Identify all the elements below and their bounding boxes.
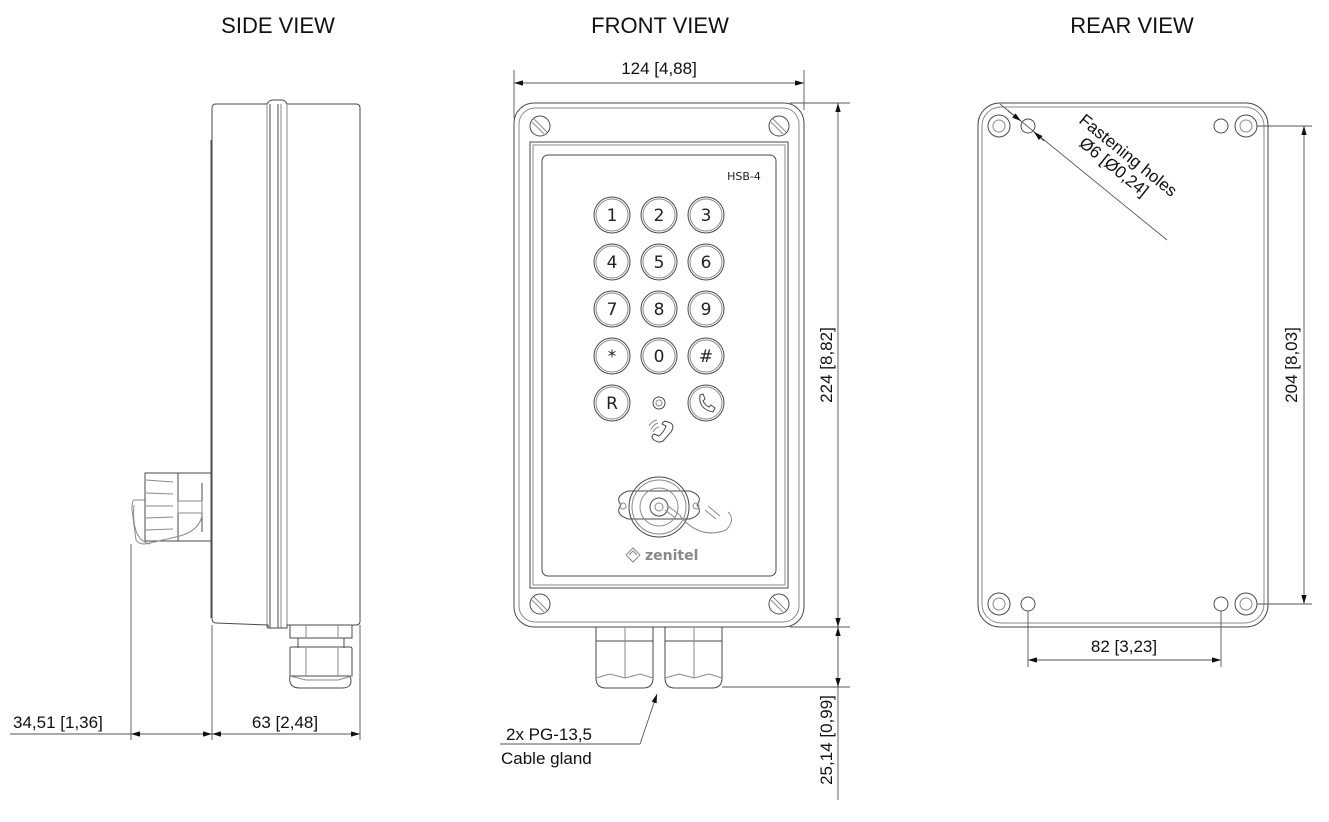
mounting-hole-icon: [1234, 114, 1258, 138]
rear-vertical-dimension: 204 [8,03]: [1282, 327, 1301, 403]
keypad-key-label: 6: [701, 253, 712, 273]
gland-length-dimension: 25,14 [0,99]: [817, 695, 836, 785]
keypad-key-label: 1: [607, 206, 618, 226]
keypad-key-label: 9: [701, 300, 712, 320]
keypad-key-call: [687, 384, 725, 422]
keypad-key-label: 7: [607, 300, 618, 320]
side-cable-gland: [289, 624, 353, 689]
side-depth-dimension: 63 [2,48]: [252, 713, 318, 732]
keypad-key-label: 8: [654, 300, 665, 320]
front-width-dimension: 124 [4,88]: [621, 59, 697, 78]
wireless-handset-icon: [648, 419, 674, 443]
side-view-title: SIDE VIEW: [221, 13, 335, 38]
mounting-hole-icon: [987, 592, 1011, 616]
status-led-inner: [655, 399, 663, 407]
rear-horizontal-dimension: 82 [3,23]: [1091, 637, 1157, 656]
keypad: 1 2 3 4 5 6 7 8 9 * 0 # R: [593, 196, 725, 422]
keypad-key-label: R: [606, 394, 618, 414]
gland-label-type: 2x PG-13,5: [506, 725, 592, 744]
brand-label: zenitel: [645, 548, 698, 564]
screw-icon: [529, 115, 551, 137]
fastening-hole: [1020, 596, 1036, 612]
keypad-key-star: *: [593, 337, 631, 375]
fastening-hole: [1020, 118, 1036, 134]
side-view: 34,51 [1,36] 63 [2,48]: [10, 99, 361, 740]
keypad-key-2: 2: [640, 196, 678, 234]
front-height-dimension: 224 [8,82]: [817, 327, 836, 403]
keypad-key-4: 4: [593, 243, 631, 281]
screw-icon: [529, 593, 551, 615]
rear-view: Fastening holes Ø6 [Ø0,24] 204 [8,03] 82…: [977, 102, 1312, 667]
mounting-hole-icon: [1234, 592, 1258, 616]
keypad-key-label: 0: [654, 347, 665, 367]
side-cable-offset-dimension: 34,51 [1,36]: [13, 713, 103, 732]
mounting-hole-icon: [987, 114, 1011, 138]
headset-connector: [618, 476, 732, 538]
keypad-key-9: 9: [687, 290, 725, 328]
fastening-hole: [1213, 118, 1229, 134]
front-view: HSB-4 1 2 3 4 5 6 7 8 9 * 0 # R: [500, 59, 850, 800]
keypad-key-0: 0: [640, 337, 678, 375]
keypad-key-label: 3: [701, 206, 712, 226]
keypad-key-3: 3: [687, 196, 725, 234]
keypad-key-8: 8: [640, 290, 678, 328]
keypad-key-R: R: [593, 384, 631, 422]
keypad-key-label: 5: [654, 253, 665, 273]
gland-label-name: Cable gland: [501, 749, 592, 768]
call-handset-icon: [699, 393, 716, 413]
keypad-key-5: 5: [640, 243, 678, 281]
rear-view-title: REAR VIEW: [1070, 13, 1194, 38]
status-led: [652, 396, 666, 410]
keypad-key-label: #: [699, 347, 713, 367]
keypad-key-label: 4: [607, 253, 618, 273]
side-connector: [131, 472, 212, 545]
cable-gland-left: [595, 626, 654, 689]
screw-icon: [768, 593, 790, 615]
keypad-key-label: 2: [654, 206, 665, 226]
keypad-key-7: 7: [593, 290, 631, 328]
fastening-hole: [1213, 596, 1229, 612]
keypad-key-1: 1: [593, 196, 631, 234]
keypad-key-hash: #: [687, 337, 725, 375]
zenitel-logo: zenitel: [625, 547, 698, 564]
front-view-title: FRONT VIEW: [591, 13, 729, 38]
keypad-key-6: 6: [687, 243, 725, 281]
model-label: HSB-4: [727, 170, 761, 183]
cable-gland-right: [664, 626, 723, 689]
keypad-key-label: *: [608, 347, 617, 367]
screw-icon: [768, 115, 790, 137]
